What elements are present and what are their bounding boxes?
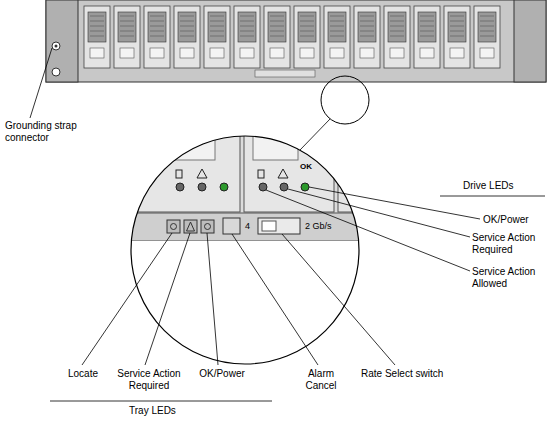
part-label: Locate xyxy=(60,368,106,380)
bezel-text: OK xyxy=(300,162,312,172)
drive-bay xyxy=(144,6,170,68)
part-label: OK/Power xyxy=(196,368,248,380)
tray-ok-led xyxy=(201,220,214,233)
alarm-cancel-button xyxy=(223,218,240,234)
model-plate xyxy=(255,70,315,77)
drive-bay xyxy=(474,6,500,68)
drive-bay xyxy=(234,6,260,68)
drive-bay xyxy=(444,6,470,68)
rack-ear xyxy=(46,0,78,82)
drive-bay xyxy=(414,6,440,68)
drive-bay xyxy=(174,6,200,68)
service-allowed-led xyxy=(259,183,267,191)
part-label: Rate Select switch xyxy=(360,368,444,380)
drive-bay xyxy=(294,6,320,68)
service-required-led xyxy=(280,183,288,191)
part-label: Service Action Allowed xyxy=(471,266,547,290)
part-label: Service Action Required xyxy=(471,232,547,256)
part-label: Alarm Cancel xyxy=(296,368,346,392)
drive-bays xyxy=(84,6,500,68)
magnifier-spot xyxy=(321,76,369,124)
drive-bay xyxy=(204,6,230,68)
switch-mark: 2 Gb/s xyxy=(305,221,332,231)
drive-bay xyxy=(384,6,410,68)
part-label: Service Action Required xyxy=(108,368,190,392)
part-label: OK/Power xyxy=(482,214,530,226)
drive-bay xyxy=(114,6,140,68)
group-heading: Tray LEDs xyxy=(128,405,177,417)
drive-bay xyxy=(324,6,350,68)
group-heading: Drive LEDs xyxy=(462,180,515,192)
grounding-strap-connector xyxy=(52,42,60,50)
part-label: Grounding strap connector xyxy=(4,120,94,144)
switch-mark: 4 xyxy=(245,221,250,231)
locate-led xyxy=(167,220,180,233)
drive-bay xyxy=(84,6,110,68)
rack-ear xyxy=(514,0,546,82)
drive-bay xyxy=(354,6,380,68)
ok-power-led xyxy=(301,183,309,191)
screw xyxy=(52,68,60,76)
tray-service-led xyxy=(184,220,197,233)
rate-select-switch xyxy=(258,218,300,234)
chassis xyxy=(46,0,546,82)
drive-bay xyxy=(264,6,290,68)
